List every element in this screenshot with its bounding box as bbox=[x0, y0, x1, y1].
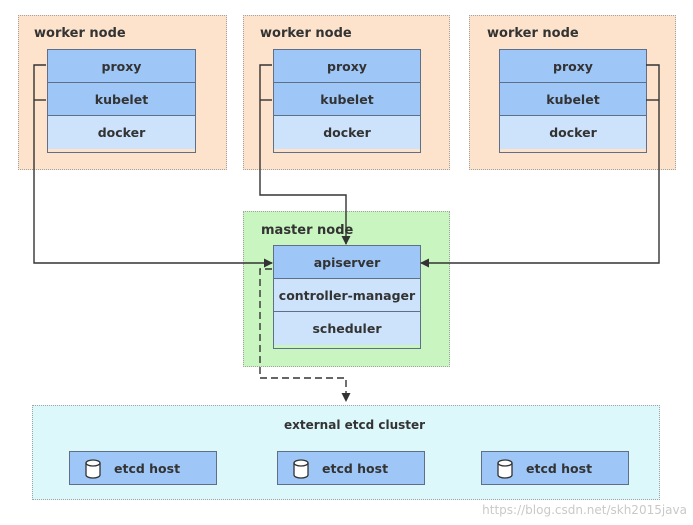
scheduler-component: scheduler bbox=[274, 312, 420, 345]
etcd-host-1: etcd host bbox=[69, 451, 217, 485]
worker3-to-apiserver-connector bbox=[420, 64, 660, 268]
watermark: https://blog.csdn.net/skh2015java bbox=[482, 503, 687, 517]
worker-node-1: worker node proxy kubelet docker bbox=[18, 15, 227, 170]
master-node-title: master node bbox=[261, 223, 354, 238]
controller-manager-component: controller-manager bbox=[274, 279, 420, 312]
docker-component: docker bbox=[48, 116, 195, 149]
etcd-cluster-title: external etcd cluster bbox=[284, 418, 426, 432]
etcd-host-3: etcd host bbox=[481, 451, 629, 485]
kubelet-component: kubelet bbox=[500, 83, 646, 116]
worker-node-title: worker node bbox=[487, 26, 579, 41]
etcd-host-label: etcd host bbox=[526, 461, 593, 476]
worker-node-2: worker node proxy kubelet docker bbox=[243, 15, 450, 170]
worker-component-stack: proxy kubelet docker bbox=[273, 49, 421, 153]
database-icon bbox=[85, 459, 101, 479]
proxy-component: proxy bbox=[500, 50, 646, 83]
master-node: master node apiserver controller-manager… bbox=[243, 211, 450, 367]
apiserver-to-etcd-connector bbox=[259, 268, 351, 402]
master-component-stack: apiserver controller-manager scheduler bbox=[273, 245, 421, 349]
apiserver-component: apiserver bbox=[274, 246, 420, 279]
worker2-to-apiserver-connector bbox=[259, 64, 351, 245]
proxy-component: proxy bbox=[48, 50, 195, 83]
database-icon bbox=[497, 459, 513, 479]
etcd-host-label: etcd host bbox=[322, 461, 389, 476]
worker-component-stack: proxy kubelet docker bbox=[499, 49, 647, 153]
worker1-to-apiserver-connector bbox=[33, 64, 273, 268]
kubelet-component: kubelet bbox=[48, 83, 195, 116]
etcd-host-label: etcd host bbox=[114, 461, 181, 476]
worker-node-title: worker node bbox=[34, 26, 126, 41]
proxy-component: proxy bbox=[274, 50, 420, 83]
etcd-host-2: etcd host bbox=[277, 451, 425, 485]
worker-node-3: worker node proxy kubelet docker bbox=[469, 15, 676, 170]
database-icon bbox=[293, 459, 309, 479]
docker-component: docker bbox=[274, 116, 420, 149]
kubelet-component: kubelet bbox=[274, 83, 420, 116]
docker-component: docker bbox=[500, 116, 646, 149]
worker-node-title: worker node bbox=[260, 26, 352, 41]
etcd-cluster: external etcd cluster etcd host etcd hos… bbox=[32, 405, 660, 500]
worker-component-stack: proxy kubelet docker bbox=[47, 49, 196, 153]
